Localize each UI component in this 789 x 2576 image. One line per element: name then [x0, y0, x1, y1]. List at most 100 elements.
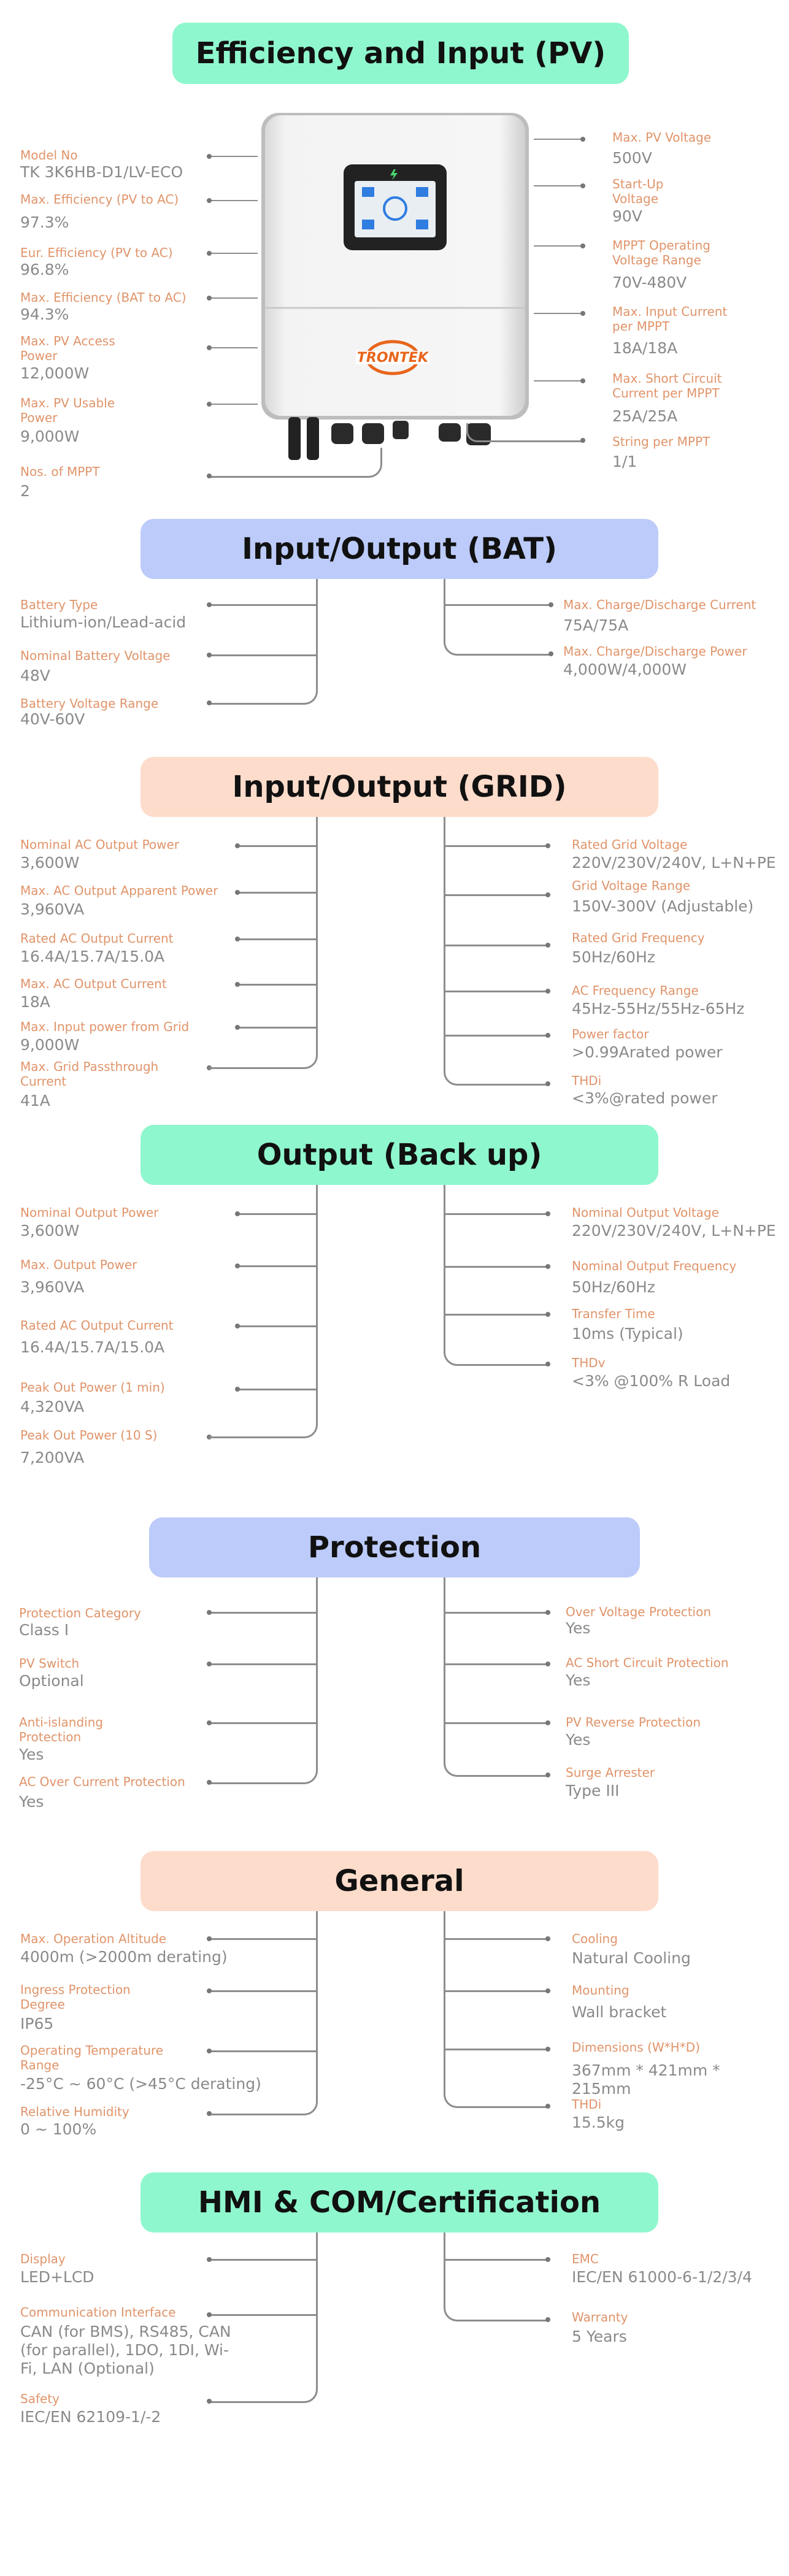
spec-label: Battery Type: [20, 597, 98, 612]
spec-label: THDi: [572, 2097, 602, 2112]
spec-value: 10ms (Typical): [572, 1325, 683, 1343]
spec-label: Max. Output Power: [20, 1257, 137, 1272]
spec-label: THDv: [572, 1355, 606, 1370]
spec-value: 3,960VA: [20, 1278, 85, 1296]
spec-label: Communication Interface: [20, 2305, 176, 2320]
spec-label: PV Switch: [19, 1656, 80, 1671]
spec-label: Eur. Efficiency (PV to AC): [20, 245, 173, 260]
spec-label: Warranty: [572, 2310, 628, 2325]
spec-value: 500V: [612, 149, 652, 167]
spec-label: Nominal Battery Voltage: [20, 648, 171, 663]
spec-value: 40V-60V: [20, 710, 85, 728]
spec-label: THDi: [572, 1073, 602, 1088]
spec-value: TK 3K6HB-D1/LV-ECO: [20, 163, 183, 181]
spec-label: Max. Grid Passthrough Current: [20, 1059, 159, 1089]
spec-label: Peak Out Power (1 min): [20, 1380, 165, 1395]
section-title-grid: Input/Output (GRID): [140, 757, 658, 817]
spec-label: String per MPPT: [612, 434, 710, 449]
section-title-pv: Efficiency and Input (PV): [172, 23, 629, 84]
spec-value: Wall bracket: [572, 2003, 667, 2021]
spec-value: Yes: [566, 1619, 591, 1637]
spec-value: <3% @100% R Load: [572, 1372, 731, 1390]
inverter-image: [258, 110, 534, 423]
spec-value: Optional: [19, 1672, 84, 1690]
spec-label: Max. PV Access Power: [20, 334, 115, 363]
spec-label: Max. Efficiency (BAT to AC): [20, 290, 187, 305]
spec-label: Mounting: [572, 1983, 629, 1998]
spec-value: 16.4A/15.7A/15.0A: [20, 948, 165, 965]
spec-value: 94.3%: [20, 305, 69, 323]
spec-label: Max. PV Voltage: [612, 130, 712, 145]
spec-value: 0 ~ 100%: [20, 2120, 97, 2138]
spec-label: Max. PV Usable Power: [20, 396, 115, 425]
spec-value: 3,600W: [20, 1222, 80, 1240]
spec-label: Start-Up Voltage: [612, 177, 664, 206]
spec-value: 75A/75A: [563, 616, 629, 634]
spec-label: Operating Temperature Range: [20, 2043, 164, 2072]
spec-value: 220V/230V/240V, L+N+PE: [572, 854, 776, 872]
section-title-general: General: [140, 1851, 658, 1911]
spec-label: Cooling: [572, 1931, 618, 1946]
spec-label: MPPT Operating Voltage Range: [612, 238, 710, 267]
spec-value: IEC/EN 62109-1/-2: [20, 2408, 161, 2426]
spec-value: IP65: [20, 2015, 54, 2033]
spec-label: Nominal Output Power: [20, 1205, 159, 1220]
spec-value: 1/1: [612, 453, 637, 470]
spec-value: Yes: [566, 1731, 591, 1749]
spec-value: 220V/230V/240V, L+N+PE: [572, 1222, 776, 1240]
spec-label: Model No: [20, 148, 78, 163]
spec-value: 96.8%: [20, 261, 69, 278]
spec-value: 90V: [612, 207, 642, 225]
spec-label: Max. Charge/Discharge Power: [563, 644, 747, 659]
spec-value: 3,960VA: [20, 900, 85, 918]
spec-label: AC Short Circuit Protection: [566, 1655, 729, 1670]
spec-value: 18A/18A: [612, 339, 678, 357]
spec-value: 2: [20, 482, 30, 500]
spec-value: 16.4A/15.7A/15.0A: [20, 1338, 165, 1356]
spec-value: 4000m (>2000m derating): [20, 1948, 228, 1966]
spec-value: 50Hz/60Hz: [572, 1278, 655, 1296]
spec-value: 48V: [20, 667, 50, 684]
spec-value: Type III: [566, 1782, 620, 1800]
spec-label: Max. Operation Altitude: [20, 1931, 167, 1946]
spec-value: CAN (for BMS), RS485, CAN (for parallel)…: [20, 2323, 231, 2377]
spec-label: PV Reverse Protection: [566, 1715, 701, 1730]
spec-label: AC Over Current Protection: [19, 1774, 185, 1789]
spec-label: Nominal Output Frequency: [572, 1259, 737, 1273]
section-title-bat: Input/Output (BAT): [140, 519, 658, 579]
spec-label: Max. Efficiency (PV to AC): [20, 192, 179, 207]
dc-connectors: [282, 417, 503, 466]
section-title-backup: Output (Back up): [140, 1125, 658, 1185]
spec-label: Power factor: [572, 1027, 649, 1041]
spec-value: Yes: [566, 1671, 591, 1689]
spec-value: Natural Cooling: [572, 1949, 691, 1967]
spec-value: 4,320VA: [20, 1398, 85, 1416]
spec-label: Relative Humidity: [20, 2104, 129, 2119]
spec-label: Battery Voltage Range: [20, 696, 159, 711]
spec-value: -25°C ~ 60°C (>45°C derating): [20, 2075, 261, 2093]
spec-value: 9,000W: [20, 1036, 80, 1054]
spec-value: 70V-480V: [612, 274, 687, 291]
spec-label: Nos. of MPPT: [20, 464, 100, 479]
spec-value: Lithium-ion/Lead-acid: [20, 613, 187, 631]
spec-value: 15.5kg: [572, 2114, 625, 2131]
spec-label: Nominal Output Voltage: [572, 1205, 719, 1220]
spec-value: 41A: [20, 1092, 50, 1110]
spec-value: 3,600W: [20, 854, 80, 872]
spec-label: Rated Grid Voltage: [572, 837, 688, 852]
spec-label: Display: [20, 2252, 66, 2266]
spec-label: Grid Voltage Range: [572, 878, 691, 893]
spec-value: 97.3%: [20, 213, 69, 231]
spec-value: LED+LCD: [20, 2268, 94, 2286]
spec-label: Peak Out Power (10 S): [20, 1428, 158, 1443]
spec-label: Rated AC Output Current: [20, 931, 174, 946]
spec-label: Ingress Protection Degree: [20, 1982, 131, 2012]
spec-label: Max. Short Circuit Current per MPPT: [612, 371, 722, 401]
spec-label: Rated Grid Frequency: [572, 930, 705, 945]
spec-value: Class I: [19, 1621, 69, 1639]
spec-label: Anti-islanding Protection: [19, 1715, 104, 1744]
spec-label: EMC: [572, 2252, 599, 2266]
spec-value: <3%@rated power: [572, 1089, 718, 1107]
spec-label: Max. AC Output Current: [20, 976, 167, 991]
spec-value: 25A/25A: [612, 407, 678, 425]
